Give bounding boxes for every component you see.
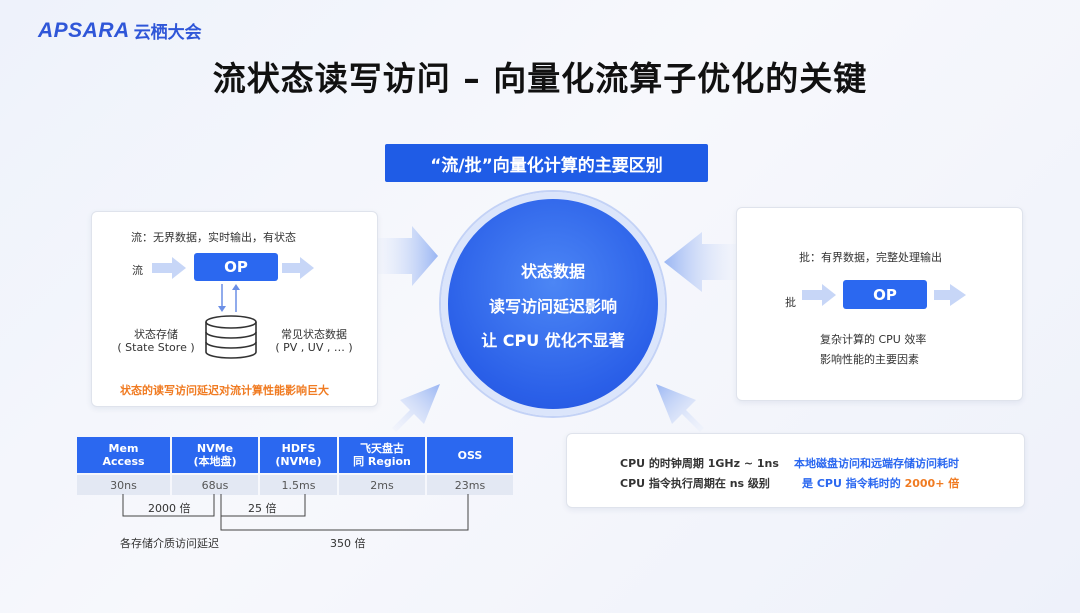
common-state-label: 常见状态数据 [281, 328, 347, 341]
latency-value: 1.5ms [260, 475, 337, 495]
batch-note-line-2: 影响性能的主要因素 [820, 353, 919, 366]
latency-value: 2ms [339, 475, 425, 495]
batch-op-box: OP [843, 280, 927, 309]
latency-col-header: OSS [427, 437, 513, 473]
cpu-blue-line-1: 本地磁盘访问和远端存储访问耗时 [794, 457, 959, 470]
latency-value: 68us [172, 475, 258, 495]
center-line-1: 状态数据 [520, 262, 585, 281]
stream-card [91, 211, 378, 407]
arrow-right-to-center [664, 232, 736, 292]
ratio-350: 350 倍 [330, 537, 366, 550]
center-circle [441, 192, 665, 416]
page-title: 流状态读写访问 – 向量化流算子优化的关键 [212, 59, 868, 98]
stream-out-arrow [282, 257, 314, 279]
batch-flow-arrows [802, 284, 966, 306]
state-store-sublabel: ( State Store ) [117, 341, 195, 354]
latency-value: 30ns [77, 475, 170, 495]
batch-heading: 批：有界数据，完整处理输出 [799, 251, 942, 264]
latency-caption: 各存储介质访问延迟 [120, 537, 219, 550]
latency-col-header: NVMe(本地盘) [172, 437, 258, 473]
batch-out-arrow [934, 284, 966, 306]
state-store-label: 状态存储 [134, 328, 178, 341]
stream-op-box: OP [194, 253, 278, 281]
arrow-bottom-right-to-center [656, 384, 704, 432]
cpu-card [566, 433, 1025, 508]
center-line-3: 让 CPU 优化不显著 [481, 331, 625, 350]
logo-brand: APSARA [38, 18, 130, 42]
stream-highlight-note: 状态的读写访问延迟对流计算性能影响巨大 [120, 384, 329, 397]
state-io-arrows [218, 284, 240, 312]
cpu-ratio-highlight: 2000+ 倍 [904, 477, 960, 490]
center-line-2: 读写访问延迟影响 [488, 297, 617, 316]
batch-input-label: 批 [785, 296, 796, 309]
section-banner: “流/批”向量化计算的主要区别 [385, 144, 708, 182]
common-state-sublabel: ( PV , UV , … ) [275, 341, 353, 354]
ratio-brackets [122, 494, 469, 531]
ratio-25: 25 倍 [248, 502, 277, 515]
cpu-line-1: CPU 的时钟周期 1GHz ~ 1ns [620, 457, 779, 470]
logo-subtitle: 云栖大会 [133, 23, 202, 43]
stream-flow-arrows [152, 257, 314, 279]
ratio-2000: 2000 倍 [148, 502, 191, 515]
latency-value: 23ms [427, 475, 513, 495]
latency-col-header: HDFS(NVMe) [260, 437, 337, 473]
cpu-blue-line-2: 是 CPU 指令耗时的 2000+ 倍 [802, 477, 960, 490]
stream-in-arrow [152, 257, 186, 279]
cpu-line-2: CPU 指令执行周期在 ns 级别 [620, 477, 770, 490]
logo: APSARA 云栖大会 [38, 18, 202, 44]
latency-col-header: 飞天盘古同 Region [339, 437, 425, 473]
batch-note-line-1: 复杂计算的 CPU 效率 [820, 333, 927, 346]
arrow-bottom-left-to-center [392, 384, 440, 432]
stream-heading: 流：无界数据，实时输出，有状态 [131, 231, 296, 244]
arrow-left-to-center [378, 226, 438, 286]
stream-input-label: 流 [132, 264, 143, 277]
database-icon [205, 315, 257, 359]
batch-in-arrow [802, 284, 836, 306]
